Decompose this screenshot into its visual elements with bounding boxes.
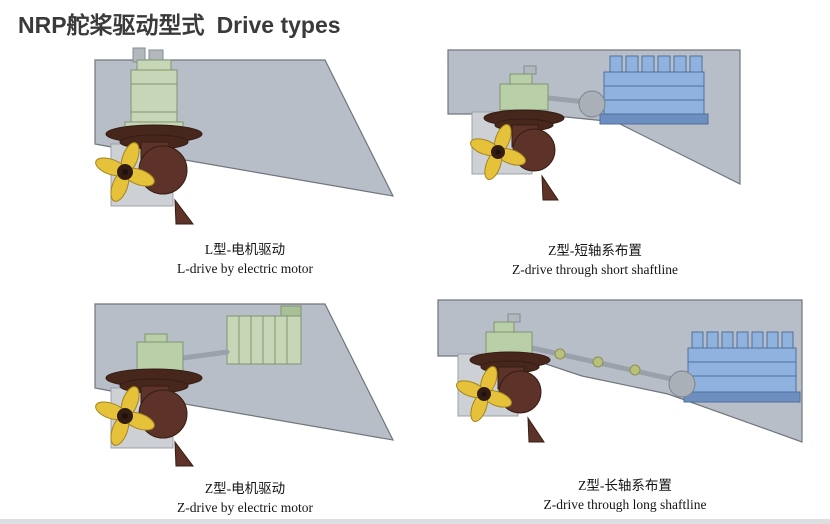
z-drive-electric-illustration (94, 303, 395, 467)
page-title-zh: NRP舵桨驱动型式 (18, 12, 205, 38)
figure-l-drive-electric-motor: L型-电机驱动 L-drive by electric motor (75, 46, 415, 279)
page-title: NRP舵桨驱动型式 Drive types (18, 6, 341, 40)
figure-z-drive-long-shaftline: Z型-长轴系布置 Z-drive through long shaftline (430, 292, 820, 515)
caption-en: Z-drive through short shaftline (511, 261, 679, 277)
propeller (95, 142, 155, 202)
hull (94, 303, 395, 441)
propeller (456, 366, 512, 422)
l-drive-illustration (94, 47, 395, 225)
caption-en: Z-drive by electric motor (176, 499, 314, 515)
caption-en: Z-drive through long shaftline (543, 496, 707, 512)
caption-zh: Z型-电机驱动 (204, 481, 286, 496)
flywheel (668, 370, 696, 398)
z-drive-long-illustration (437, 299, 803, 443)
figure-z-drive-short-shaftline: Z型-短轴系布置 Z-drive through short shaftline (440, 42, 750, 280)
figure-caption: Z型-短轴系布置 Z-drive through short shaftline (512, 242, 678, 280)
flywheel (578, 90, 606, 118)
propeller (95, 386, 155, 446)
figure-caption: Z型-电机驱动 Z-drive by electric motor (177, 480, 313, 518)
shaft-coupling (592, 356, 604, 368)
z-drive-short-illustration (447, 49, 741, 201)
caption-en: L-drive by electric motor (176, 260, 314, 276)
caption-zh: L型-电机驱动 (204, 242, 286, 257)
propeller (470, 124, 526, 180)
figure-caption: Z型-长轴系布置 Z-drive through long shaftline (543, 477, 706, 515)
diesel-engine (599, 55, 709, 125)
caption-zh: Z型-长轴系布置 (578, 478, 672, 493)
bottom-rule (0, 519, 830, 524)
page-title-en: Drive types (216, 12, 341, 38)
motor-shaft (180, 349, 230, 361)
electric-motor (124, 47, 184, 131)
shaft-coupling (554, 348, 566, 360)
figure-z-drive-electric-motor: Z型-电机驱动 Z-drive by electric motor (75, 290, 415, 518)
caption-zh: Z型-短轴系布置 (548, 243, 642, 258)
shaft-coupling (629, 364, 641, 376)
figure-caption: L型-电机驱动 L-drive by electric motor (177, 241, 313, 279)
diesel-engine (683, 331, 801, 403)
electric-motor (226, 305, 302, 365)
